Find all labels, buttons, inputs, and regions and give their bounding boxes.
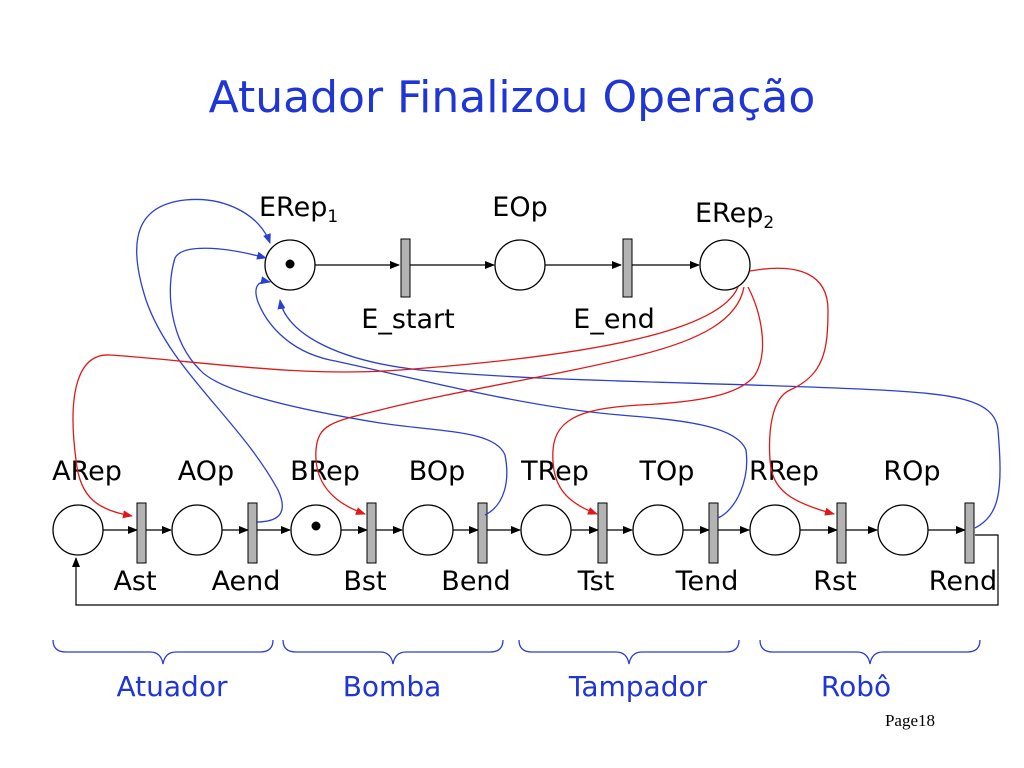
brace-bomba [282, 639, 504, 665]
group-braces [52, 639, 981, 665]
place-rrep [749, 504, 801, 556]
brace-tampador [518, 639, 740, 665]
label-e-end: E_end [573, 304, 654, 335]
transition-bend [477, 502, 488, 564]
arc-erep2-rst [749, 267, 835, 516]
transition-ast [136, 502, 147, 564]
group-label-bomba: Bomba [343, 670, 442, 703]
arc-rend-arep-return [72, 534, 999, 606]
arc-tend-erep1 [255, 276, 748, 519]
arc-erep2-ast [72, 286, 739, 519]
transition-tst [597, 502, 608, 564]
label-top: TOp [639, 456, 695, 487]
brace-atuador [52, 639, 274, 665]
arc-rend-erep1 [277, 299, 1001, 529]
arc-bend-erep1 [169, 247, 508, 516]
place-trep [520, 504, 572, 556]
label-rend: Rend [929, 566, 997, 597]
arc-erep2-bst [315, 286, 745, 515]
place-erep2 [699, 239, 751, 291]
transition-rst [836, 502, 847, 564]
arc-erep2-tst [552, 286, 764, 515]
blue-arcs [136, 198, 1001, 529]
label-erep2: ERep2 [695, 198, 774, 233]
place-rop [877, 504, 929, 556]
label-bst: Bst [343, 566, 386, 597]
label-tend: Tend [675, 566, 739, 597]
transition-tend [708, 502, 719, 564]
label-eop: EOp [492, 192, 547, 223]
label-brep: BRep [290, 456, 360, 487]
token-brep [311, 521, 321, 531]
place-bop [402, 504, 454, 556]
slide-title: Atuador Finalizou Operação [208, 72, 816, 123]
brace-robo [759, 639, 981, 665]
group-label-robo: Robô [821, 670, 891, 703]
label-rst: Rst [813, 566, 856, 597]
place-aop [171, 504, 223, 556]
token-erep1 [285, 259, 295, 269]
transition-e-start [400, 238, 411, 298]
label-e-start: E_start [361, 304, 454, 335]
label-arep: ARep [52, 456, 122, 487]
transition-rend [964, 502, 975, 564]
arc-aend-erep1 [136, 198, 283, 523]
label-rop: ROp [883, 456, 940, 487]
emulator-net: ERep1 EOp ERep2 E_start E_end [259, 192, 774, 335]
transition-e-end [622, 238, 633, 298]
transition-bst [366, 502, 377, 564]
label-bop: BOp [409, 456, 465, 487]
label-aend: Aend [212, 566, 281, 597]
label-ast: Ast [113, 566, 156, 597]
group-label-atuador: Atuador [117, 670, 228, 703]
page-number: Page18 [885, 711, 935, 730]
label-aop: AOp [178, 456, 234, 487]
transition-aend [247, 502, 258, 564]
label-bend: Bend [441, 566, 510, 597]
label-tst: Tst [577, 566, 615, 597]
place-arep [52, 504, 104, 556]
group-label-tampador: Tampador [568, 670, 708, 703]
label-erep1: ERep1 [259, 192, 338, 227]
red-arcs [72, 267, 835, 519]
place-eop [494, 239, 546, 291]
label-rrep: RRep [749, 456, 819, 487]
place-top [632, 504, 684, 556]
